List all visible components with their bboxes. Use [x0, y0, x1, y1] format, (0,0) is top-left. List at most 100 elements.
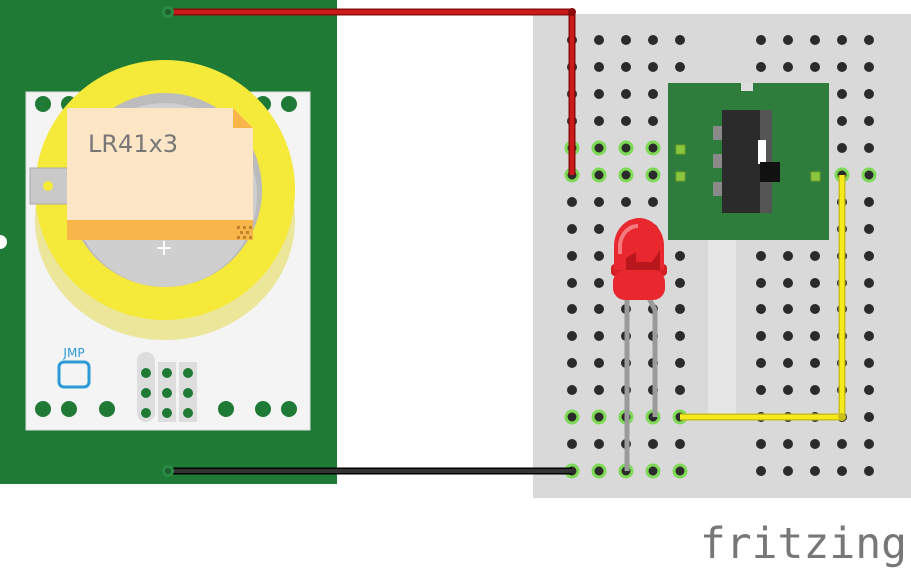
breadboard-hole: [675, 385, 685, 395]
breadboard-hole: [564, 409, 580, 425]
breadboard-hole: [810, 439, 820, 449]
breadboard-hole: [783, 331, 793, 341]
breadboard-hole: [864, 89, 874, 99]
breadboard-hole: [810, 385, 820, 395]
breadboard-hole: [810, 251, 820, 261]
breadboard-hole: [756, 304, 766, 314]
breadboard-hole: [864, 251, 874, 261]
breadboard-hole: [672, 463, 688, 479]
jumper-pad: [57, 360, 91, 389]
breadboard-hole: [783, 466, 793, 476]
battery-cell: LR41x3 +: [67, 108, 253, 261]
breadboard-hole: [594, 439, 604, 449]
jumper: JMP: [57, 346, 91, 389]
breadboard-hole: [837, 35, 847, 45]
battery-label: LR41x3: [88, 130, 178, 158]
breadboard-hole: [783, 439, 793, 449]
breadboard-hole: [594, 89, 604, 99]
breadboard-hole: [864, 304, 874, 314]
breadboard-hole: [567, 439, 577, 449]
breadboard-hole: [591, 463, 607, 479]
breadboard-hole: [648, 116, 658, 126]
breadboard-hole: [783, 385, 793, 395]
breadboard-hole: [594, 331, 604, 341]
breadboard-hole: [621, 35, 631, 45]
breadboard-hole: [648, 439, 658, 449]
breadboard-hole: [864, 358, 874, 368]
breadboard-hole: [864, 412, 874, 422]
breadboard-hole: [837, 466, 847, 476]
breadboard-hole: [783, 62, 793, 72]
breadboard-hole: [756, 62, 766, 72]
breadboard-hole: [567, 251, 577, 261]
breadboard-hole: [756, 278, 766, 288]
pin-header: [137, 352, 197, 422]
breadboard-hole: [621, 116, 631, 126]
breadboard-hole: [756, 251, 766, 261]
breadboard-hole: [837, 62, 847, 72]
breadboard-hole: [645, 140, 661, 156]
breadboard-hole: [675, 304, 685, 314]
breadboard-hole: [864, 143, 874, 153]
breadboard-hole: [675, 331, 685, 341]
breadboard-hole: [810, 466, 820, 476]
breadboard-hole: [810, 304, 820, 314]
breadboard-hole: [645, 463, 661, 479]
breadboard-hole: [567, 358, 577, 368]
breadboard-hole: [594, 278, 604, 288]
breadboard-hole: [648, 62, 658, 72]
breadboard-hole: [837, 143, 847, 153]
breadboard-hole: [645, 167, 661, 183]
breadboard-hole: [594, 251, 604, 261]
breadboard-hole: [837, 89, 847, 99]
breadboard-hole: [567, 331, 577, 341]
breadboard-hole: [567, 304, 577, 314]
breadboard-hole: [864, 331, 874, 341]
breadboard-hole: [594, 304, 604, 314]
breadboard-hole: [675, 439, 685, 449]
breadboard-hole: [864, 466, 874, 476]
breadboard-hole: [864, 197, 874, 207]
wires: [162, 6, 846, 477]
breadboard-hole: [648, 197, 658, 207]
breadboard-hole: [864, 385, 874, 395]
breadboard-hole: [810, 278, 820, 288]
breadboard-hole: [621, 62, 631, 72]
breadboard-hole: [810, 62, 820, 72]
breadboard-hole: [864, 62, 874, 72]
battery-polarity-label: +: [155, 236, 173, 261]
breadboard-hole: [591, 409, 607, 425]
breadboard-hole: [783, 278, 793, 288]
slide-switch-module: [668, 83, 829, 420]
pcb-mounting-hole: [0, 235, 7, 249]
breadboard-hole: [810, 35, 820, 45]
module-pads: [35, 96, 297, 417]
breadboard-hole: [618, 167, 634, 183]
breadboard-hole: [783, 251, 793, 261]
breadboard-hole: [837, 116, 847, 126]
breadboard-hole: [621, 197, 631, 207]
breadboard-hole: [675, 35, 685, 45]
breadboard-hole: [618, 140, 634, 156]
led: [611, 218, 667, 471]
breadboard-hole: [783, 35, 793, 45]
breadboard-hole: [591, 167, 607, 183]
breadboard-hole: [864, 35, 874, 45]
breadboard-hole: [756, 35, 766, 45]
breadboard-hole: [783, 304, 793, 314]
breadboard-hole: [648, 89, 658, 99]
breadboard-hole: [594, 358, 604, 368]
breadboard-hole: [594, 116, 604, 126]
breadboard-hole: [648, 35, 658, 45]
breadboard-hole: [861, 167, 877, 183]
breadboard-hole: [567, 224, 577, 234]
breadboard-hole: [810, 331, 820, 341]
breadboard-hole: [675, 358, 685, 368]
breadboard-hole: [783, 358, 793, 368]
breadboard-hole: [567, 385, 577, 395]
breadboard-hole: [864, 116, 874, 126]
breadboard-hole: [567, 278, 577, 288]
breadboard-hole: [756, 331, 766, 341]
breadboard-hole: [675, 62, 685, 72]
breadboard-hole: [756, 466, 766, 476]
